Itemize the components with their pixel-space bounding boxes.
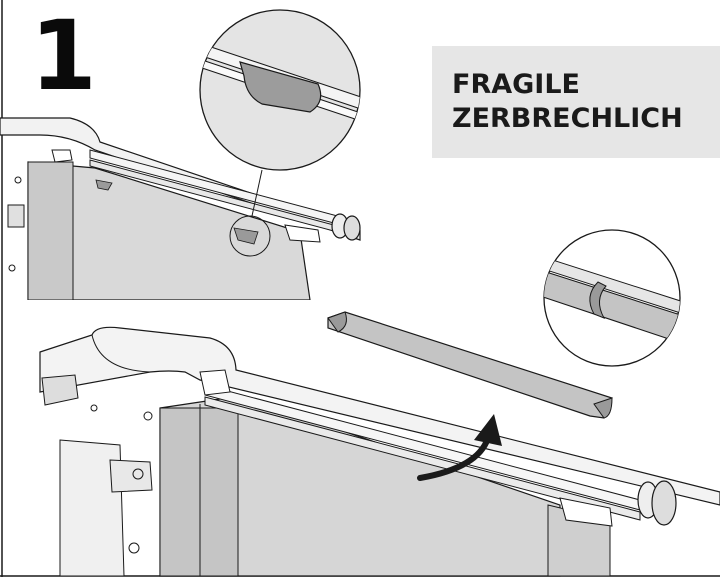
warning-label-en: FRAGILE xyxy=(452,69,580,100)
fragile-warning-box: FRAGILE ZERBRECHLICH xyxy=(432,46,720,158)
magnifier-callout-right xyxy=(543,229,681,367)
bottom-illustration xyxy=(39,311,720,577)
top-illustration xyxy=(0,117,361,300)
curved-arrow-icon xyxy=(417,414,502,481)
magnifier-callout-top xyxy=(199,9,361,171)
step-number: 1 xyxy=(30,0,97,112)
warning-label-de: ZERBRECHLICH xyxy=(452,103,683,134)
